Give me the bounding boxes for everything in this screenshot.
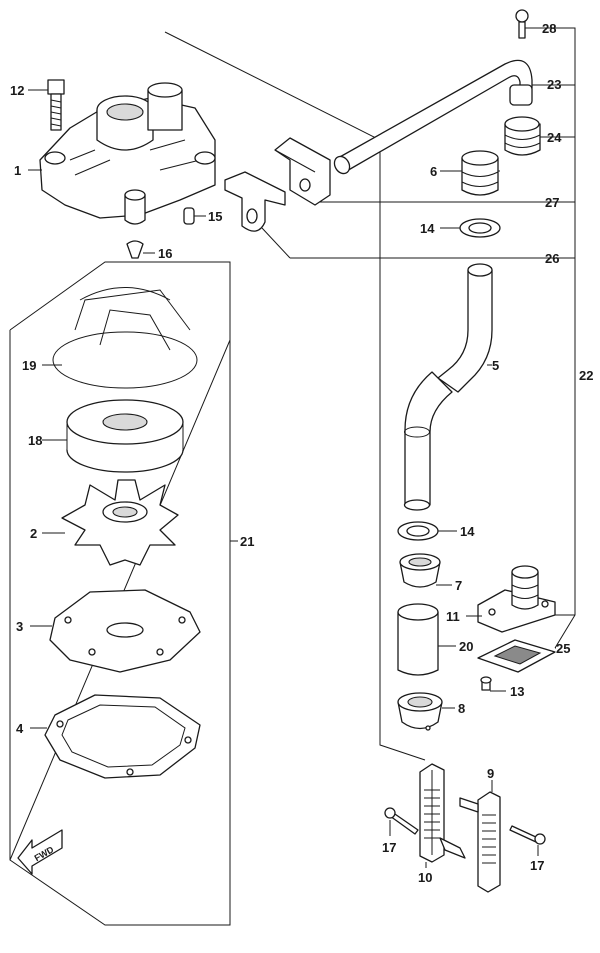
callout-1: 1 — [14, 163, 21, 178]
grommet-6 — [461, 150, 499, 196]
water-tube-23 — [333, 59, 533, 175]
callout-8: 8 — [458, 701, 465, 716]
callout-17b: 17 — [530, 858, 544, 873]
screen-plate-9 — [459, 791, 501, 893]
screw-17a — [384, 807, 419, 835]
callout-19: 19 — [22, 358, 36, 373]
gasket-4 — [44, 694, 201, 779]
base-11 — [477, 565, 556, 633]
callout-14b: 14 — [460, 524, 475, 539]
callout-25: 25 — [556, 641, 570, 656]
callout-21: 21 — [240, 534, 254, 549]
callout-12: 12 — [10, 83, 24, 98]
callout-5: 5 — [492, 358, 499, 373]
callout-4: 4 — [16, 721, 24, 736]
plate-3 — [49, 589, 201, 673]
callout-15: 15 — [208, 209, 222, 224]
bracket-27 — [274, 137, 331, 206]
sleeve-20 — [397, 603, 439, 676]
seal-7 — [399, 553, 441, 588]
callout-27: 27 — [545, 195, 559, 210]
grommet-24 — [504, 116, 541, 156]
callout-10: 10 — [418, 870, 432, 885]
callout-13: 13 — [510, 684, 524, 699]
pin-15 — [183, 207, 195, 225]
washer-14a — [459, 218, 501, 238]
callout-7: 7 — [455, 578, 462, 593]
impeller-cup-18 — [66, 399, 184, 473]
screw-13 — [480, 676, 492, 691]
callout-14a: 14 — [420, 221, 435, 236]
callout-11: 11 — [446, 609, 460, 624]
screw-17b — [509, 825, 546, 845]
bushing-8 — [397, 692, 443, 731]
callout-20: 20 — [459, 639, 473, 654]
screen-25 — [477, 639, 556, 673]
callout-28: 28 — [542, 21, 556, 36]
callout-16: 16 — [158, 246, 172, 261]
leader-lines — [28, 27, 556, 868]
callout-23: 23 — [547, 77, 561, 92]
callout-18: 18 — [28, 433, 42, 448]
impeller-2 — [61, 479, 179, 566]
callout-2: 2 — [30, 526, 37, 541]
bracket-26 — [224, 171, 286, 232]
callout-labels: 12 1 15 16 19 18 2 21 3 4 28 23 24 6 27 … — [10, 21, 593, 885]
key-16 — [126, 240, 144, 259]
washer-14b — [397, 521, 439, 541]
callout-22: 22 — [579, 368, 593, 383]
callout-17a: 17 — [382, 840, 396, 855]
callout-3: 3 — [16, 619, 23, 634]
callout-9: 9 — [487, 766, 494, 781]
liner-19 — [52, 287, 198, 389]
screw-28 — [515, 9, 529, 39]
pump-housing — [39, 82, 216, 225]
callout-24: 24 — [547, 130, 562, 145]
bolt-12 — [47, 79, 65, 131]
fwd-arrow-icon: FWD — [17, 829, 63, 875]
callout-26: 26 — [545, 251, 559, 266]
hose-5 — [403, 263, 493, 511]
callout-6: 6 — [430, 164, 437, 179]
bracket-10 — [419, 763, 466, 863]
